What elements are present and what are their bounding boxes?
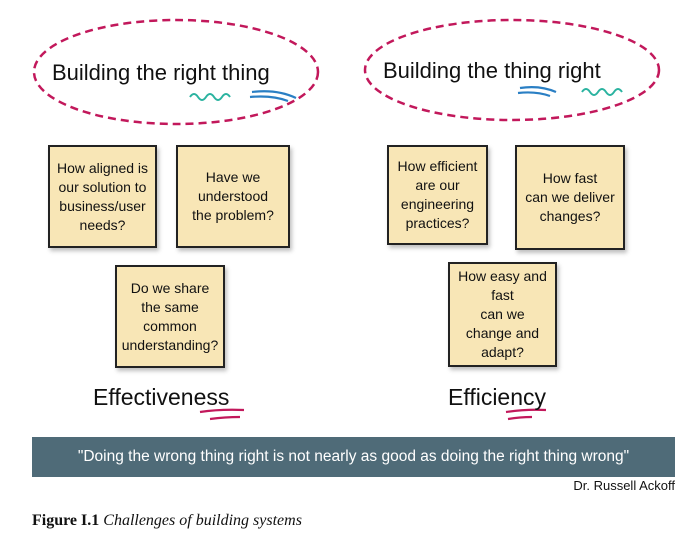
double-underline: [517, 86, 557, 98]
right-title: Building the thing right: [383, 58, 601, 83]
efficiency-label: Efficiency: [448, 384, 547, 410]
figure-caption: Figure I.1 Challenges of building system…: [32, 512, 302, 530]
sticky-note: How aligned is our solution to business/…: [48, 145, 157, 248]
quote-text: "Doing the wrong thing right is not near…: [77, 448, 630, 465]
left-dashed-ellipse: [32, 18, 320, 126]
left-title: Building the right thing: [52, 60, 270, 85]
quote-author: Dr. Russell Ackoff: [573, 478, 675, 493]
quote-banner: "Doing the wrong thing right is not near…: [32, 437, 675, 477]
right-dashed-ellipse: [363, 18, 661, 122]
effectiveness-underline: [199, 408, 245, 421]
sticky-note: How easy and fast can we change and adap…: [448, 262, 557, 367]
sticky-note: Have we understood the problem?: [176, 145, 290, 248]
double-underline: [249, 90, 297, 103]
sticky-note: How fast can we deliver changes?: [515, 145, 625, 250]
efficiency-underline: [505, 408, 547, 421]
effectiveness-label: Effectiveness: [93, 384, 230, 410]
figure-number: Figure I.1: [32, 512, 100, 529]
squiggle-underline: [581, 88, 623, 96]
sticky-note: Do we share the same common understandin…: [115, 265, 225, 368]
sticky-note: How efficient are our engineering practi…: [387, 145, 488, 245]
figure-caption-text: Challenges of building systems: [103, 512, 302, 529]
squiggle-underline: [189, 93, 231, 101]
